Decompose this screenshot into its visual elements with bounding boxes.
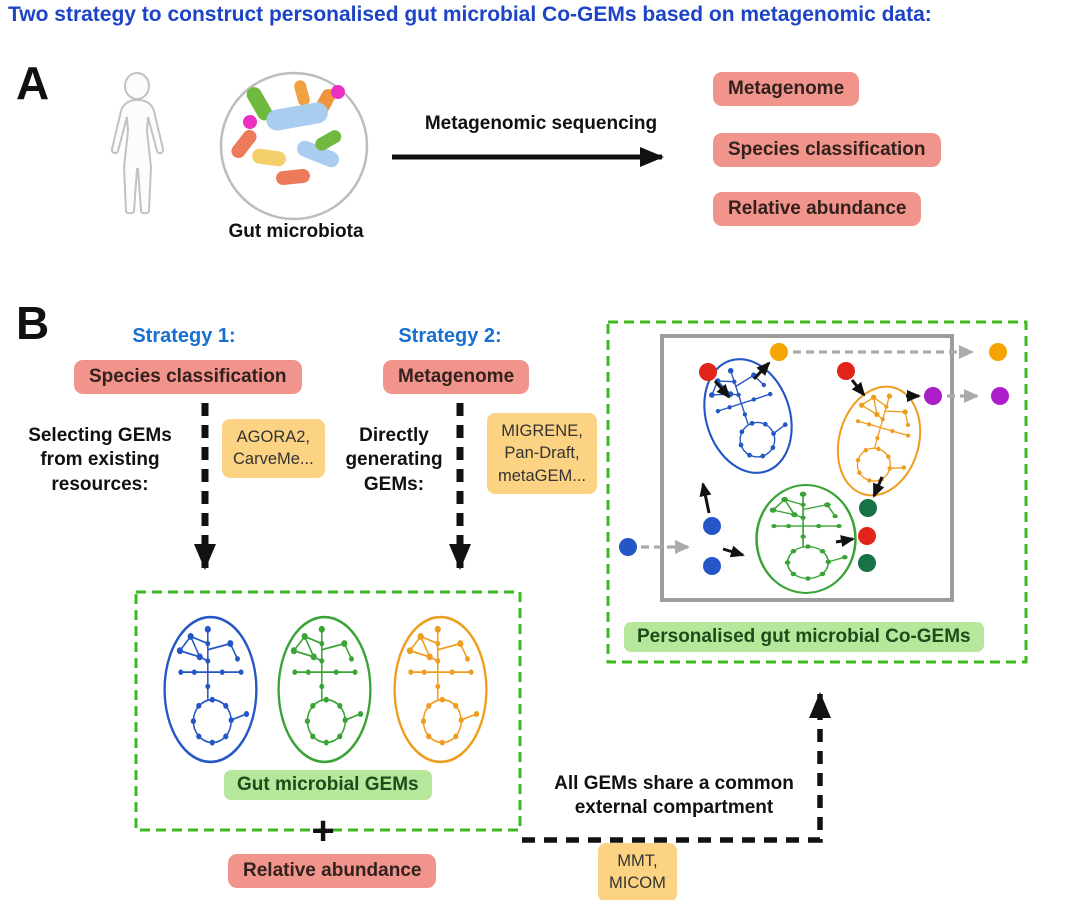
sequencing-arrow-label: Metagenomic sequencing	[424, 113, 658, 134]
panel-a-label: A	[16, 57, 50, 109]
merge-arrow	[522, 692, 831, 843]
strategy1-tools-box: AGORA2, CarveMe...	[222, 419, 325, 478]
gems-caption: Gut microbial GEMs	[224, 770, 432, 800]
microbiota-icon	[219, 71, 369, 221]
metabolite-dot-red	[837, 362, 855, 380]
external-compartment-box	[660, 334, 954, 602]
gem-ellipse-blue	[163, 615, 258, 764]
metabolite-dot-green	[858, 554, 876, 572]
gems-dashed-box	[134, 590, 522, 832]
metabolite-dots	[619, 343, 1009, 575]
share-note: All GEMs share a common external compart…	[554, 773, 794, 819]
metabolite-dot-blue	[619, 538, 637, 556]
metabolite-dot-red	[699, 363, 717, 381]
strategy2-description: Directly generating GEMs:	[345, 425, 443, 495]
output-box-metagenome: Metagenome	[713, 72, 860, 106]
metabolite-dot-purple	[991, 387, 1009, 405]
figure-title: Two strategy to construct personalised g…	[8, 3, 932, 26]
output-box-species-classification: Species classification	[713, 133, 941, 167]
plus-sign: +	[311, 809, 335, 853]
output-box-relative-abundance: Relative abundance	[713, 192, 922, 226]
metabolite-dot-red	[858, 527, 876, 545]
strategy2-box: Metagenome	[383, 360, 530, 394]
metabolite-dot-orange	[989, 343, 1007, 361]
cogems-dashed-box	[606, 320, 1028, 664]
metabolite-dot-blue	[703, 557, 721, 575]
gem-ellipse-green	[277, 615, 372, 764]
strategy1-description: Selecting GEMs from existing resources:	[28, 425, 172, 495]
metabolite-arrows	[699, 361, 921, 558]
panel-b-label: B	[16, 297, 50, 349]
strategy2-tools-box: MIGRENE, Pan-Draft, metaGEM...	[487, 413, 598, 494]
metabolite-dot-purple	[924, 387, 942, 405]
strategy1-box: Species classification	[74, 360, 302, 394]
strategy2-title: Strategy 2:	[398, 325, 502, 347]
cogem-ellipse-green	[755, 483, 857, 595]
community-tools-box: MMT, MICOM	[598, 843, 677, 900]
gem-ellipse-orange	[393, 615, 488, 764]
exchange-arrows-gray	[641, 345, 979, 554]
metabolite-dot-orange	[770, 343, 788, 361]
relative-abundance-box: Relative abundance	[228, 854, 437, 888]
metabolite-dot-blue	[703, 517, 721, 535]
metabolite-dot-green	[859, 499, 877, 517]
cogems-caption: Personalised gut microbial Co-GEMs	[624, 622, 984, 652]
human-icon	[110, 72, 165, 215]
strategy1-title: Strategy 1:	[132, 325, 236, 347]
microbiota-caption: Gut microbiota	[228, 221, 364, 242]
